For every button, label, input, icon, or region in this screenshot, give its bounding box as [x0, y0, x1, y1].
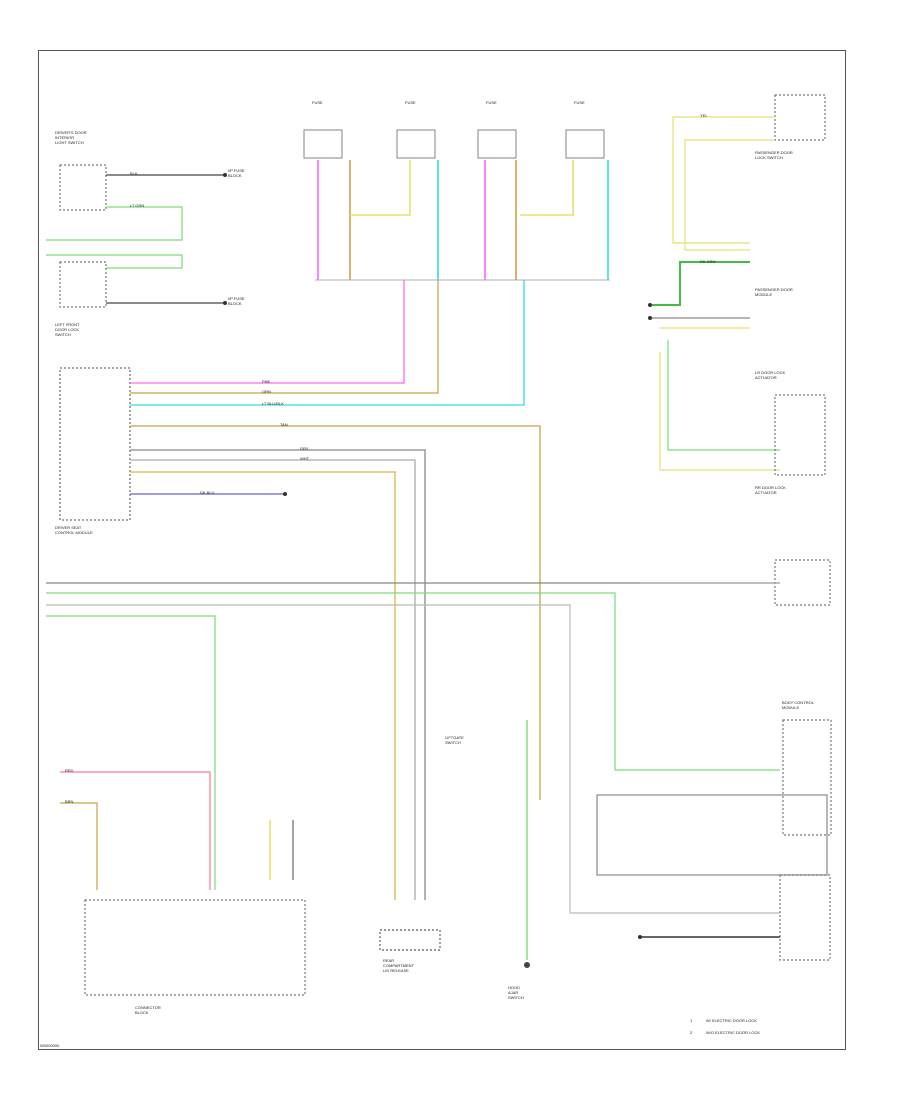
wire-label-wht: WHT: [300, 456, 310, 461]
junction-dot: [648, 316, 652, 320]
wire-yel-4: [672, 116, 775, 244]
wire-tan-5: [60, 802, 98, 890]
body-control-label: BODY CONTROL MODULE: [782, 700, 814, 710]
bottom-center: [379, 720, 530, 968]
lf-door-lock-switch: [59, 261, 107, 308]
lf-door-lock-label: LEFT FRONT DOOR LOCK SWITCH: [55, 322, 80, 337]
figure-code: W0000000: [40, 1043, 60, 1048]
rr-door-lock-label: RR DOOR LOCK ACTUATOR: [755, 485, 786, 495]
wire-label-ltblu: LT BLU/BLK: [262, 401, 284, 406]
left-switch-area: [46, 164, 225, 308]
lower-module-box: [84, 899, 306, 996]
body-control-box: [782, 719, 832, 836]
fuse-label-c: FUSE: [486, 100, 497, 105]
liftgate-switch-label: LIFTGATE SWITCH: [445, 735, 464, 745]
pass-door-module: [774, 559, 831, 606]
pass-door-switch-label: PASSENGER DOOR LOCK SWITCH: [755, 150, 793, 160]
mid-harness: [46, 582, 780, 914]
bottom-left-area: [60, 771, 306, 996]
wire-yel-7: [659, 352, 780, 471]
wire-grn-3: [46, 592, 780, 771]
wire-cyan-3: [130, 280, 525, 406]
wire-grn-4: [46, 615, 216, 890]
ip-fuse-label-2: I/P FUSE BLOCK: [228, 296, 245, 306]
wire-yel-3: [130, 471, 396, 900]
legend-symbol-2: 2: [690, 1030, 693, 1035]
wire-label-dkgrn: DK GRN: [700, 259, 716, 264]
wire-label-blk: BLK: [130, 171, 138, 176]
lr-door-lock-label: LR DOOR LOCK ACTUATOR: [755, 370, 786, 380]
wire-gry-4: [46, 604, 780, 914]
wire-grn-1: [46, 206, 183, 241]
hood-switch-label: HOOD AJAR SWITCH: [508, 985, 524, 1000]
wire-gry-2: [130, 459, 416, 900]
pass-door-switch-2: [774, 394, 826, 476]
fuse-box-group: [303, 129, 610, 281]
wire-yel-5: [684, 139, 775, 251]
fuse-label-d: FUSE: [574, 100, 585, 105]
diagram-frame: [38, 50, 846, 1050]
junction-dot: [648, 303, 652, 307]
fuse-box-2: [396, 129, 436, 159]
ip-fuse-label-1: I/P FUSE BLOCK: [228, 168, 245, 178]
int-light-switch: [59, 164, 107, 211]
ground-point: [524, 962, 530, 968]
fuse-box-4: [565, 129, 605, 159]
wire-dkgrn-1: [650, 261, 750, 306]
wire-label-dkblu: DK BLU: [200, 490, 215, 495]
wire-tan-4: [130, 425, 541, 800]
dscm-box: [59, 367, 131, 521]
fuse-box-1: [303, 129, 343, 159]
fuse-label-a: FUSE: [312, 100, 323, 105]
wire-yel-2: [520, 160, 574, 216]
junction-dot: [638, 935, 642, 939]
connector-block-label: CONNECTOR BLOCK: [135, 1005, 161, 1015]
wire-label-gry: GRY: [300, 446, 309, 451]
wire-pink-3: [130, 280, 405, 384]
wire-label-orn: ORN: [262, 389, 271, 394]
rear-compartment-label: REAR COMPARTMENT LID RELEASE: [383, 958, 414, 973]
junction-dot: [223, 301, 227, 305]
dscm-connector: [59, 280, 541, 900]
rr-door-lock-box: [779, 874, 831, 961]
wire-tan-3: [130, 280, 439, 394]
wire-label-tan: TAN: [280, 422, 288, 427]
wires-top: [317, 160, 609, 280]
int-light-switch-label: DRIVER'S DOOR INTERIOR LIGHT SWITCH: [55, 130, 87, 145]
pass-module-label: PASSENGER DOOR MODULE: [755, 287, 793, 297]
lr-door-lock-box: [596, 794, 828, 876]
wire-label-pnk: PNK: [262, 379, 271, 384]
wire-label-red: RED: [65, 768, 74, 773]
wire-red-1: [60, 771, 211, 890]
dscm-label: DRIVER SEAT CONTROL MODULE: [55, 525, 93, 535]
legend-symbol-1: 1: [690, 1018, 693, 1023]
wire-yel-1: [350, 160, 411, 216]
wire-grn-2: [46, 254, 183, 269]
pass-door-switch-1: [774, 94, 826, 141]
wire-label-yel: YEL: [700, 113, 708, 118]
junction-dot: [283, 492, 287, 496]
legend-text-2: W/O ELECTRIC DOOR LOCK: [706, 1030, 761, 1035]
wire-label-ltgrn: LT GRN: [130, 203, 145, 208]
rear-compartment-box: [379, 929, 441, 951]
right-area: [596, 94, 832, 961]
fuse-label-b: FUSE: [405, 100, 416, 105]
junction-dot: [223, 173, 227, 177]
wire-grn-5: [667, 340, 780, 451]
legend-text-1: W/ ELECTRIC DOOR LOCK: [706, 1018, 757, 1023]
wire-label-brn: BRN: [65, 799, 74, 804]
fuse-box-3: [477, 129, 517, 159]
junction-dots: [223, 173, 652, 939]
wire-gry-1: [130, 449, 426, 900]
